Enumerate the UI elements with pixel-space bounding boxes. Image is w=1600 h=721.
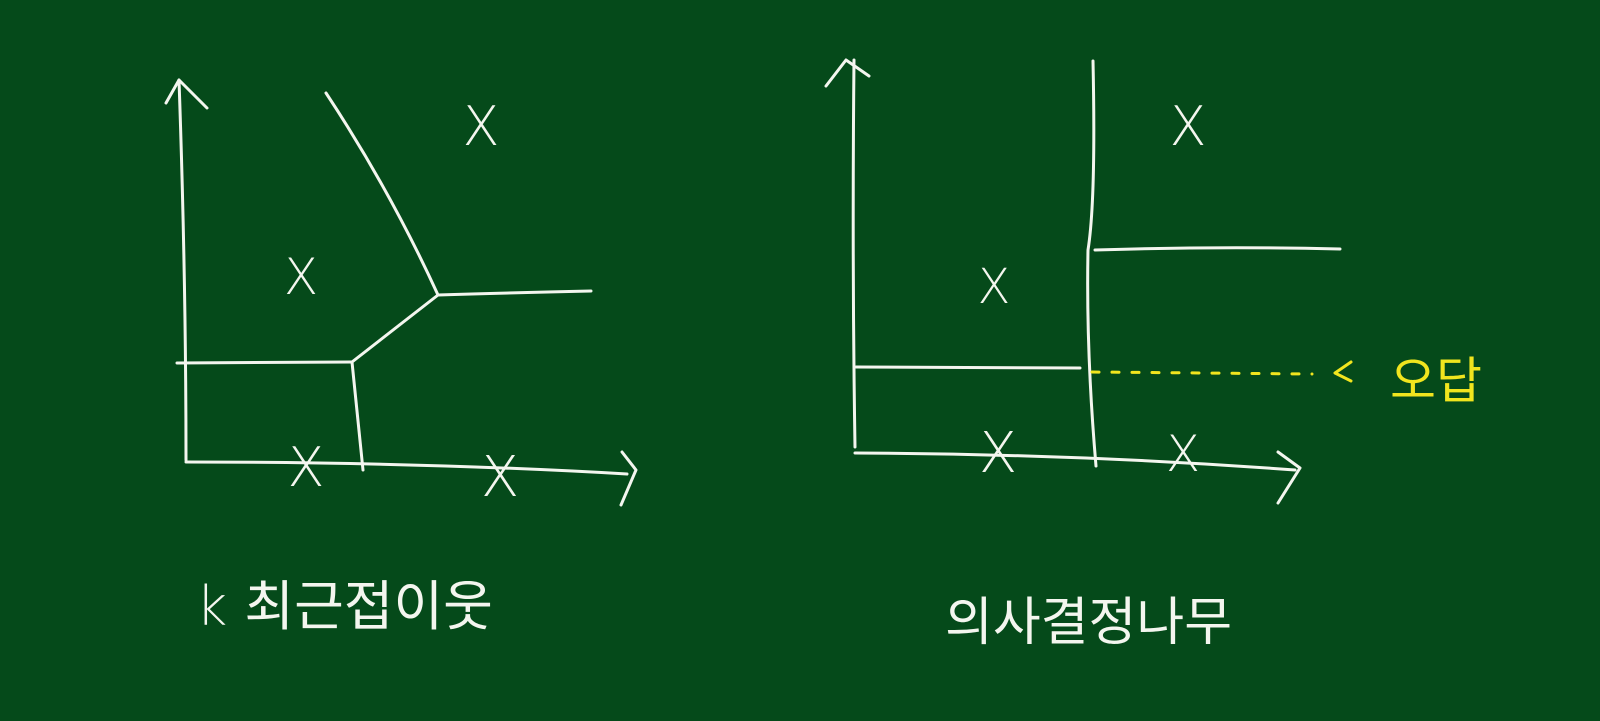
error-arrow-icon xyxy=(1333,360,1353,383)
decision-tree-caption: 의사결정나무 xyxy=(945,593,1232,653)
decision-tree-diagram: 오답 X X X X 의사결정나무 xyxy=(824,58,1482,653)
knn-point-marker: X xyxy=(288,436,325,499)
knn-x-axis xyxy=(184,450,638,507)
error-label: 오답 xyxy=(1390,352,1482,410)
tree-point-marker: X xyxy=(1166,425,1200,483)
tree-y-axis xyxy=(824,58,871,449)
tree-point-marker: X xyxy=(1170,95,1207,158)
knn-diagram: X X X X k 최근접이웃 xyxy=(164,78,638,638)
knn-point-marker: X xyxy=(463,95,500,158)
knn-point-marker: X xyxy=(481,445,519,510)
knn-point-marker: X xyxy=(284,248,318,306)
knn-caption: k 최근접이웃 xyxy=(196,575,493,638)
tree-point-marker: X xyxy=(978,259,1011,315)
knn-y-axis xyxy=(164,78,209,462)
knn-decision-boundary xyxy=(175,91,593,472)
misclassification-guide xyxy=(1090,370,1314,376)
tree-point-marker: X xyxy=(979,421,1017,486)
tree-x-axis xyxy=(853,450,1302,505)
tree-decision-boundary xyxy=(854,59,1342,468)
